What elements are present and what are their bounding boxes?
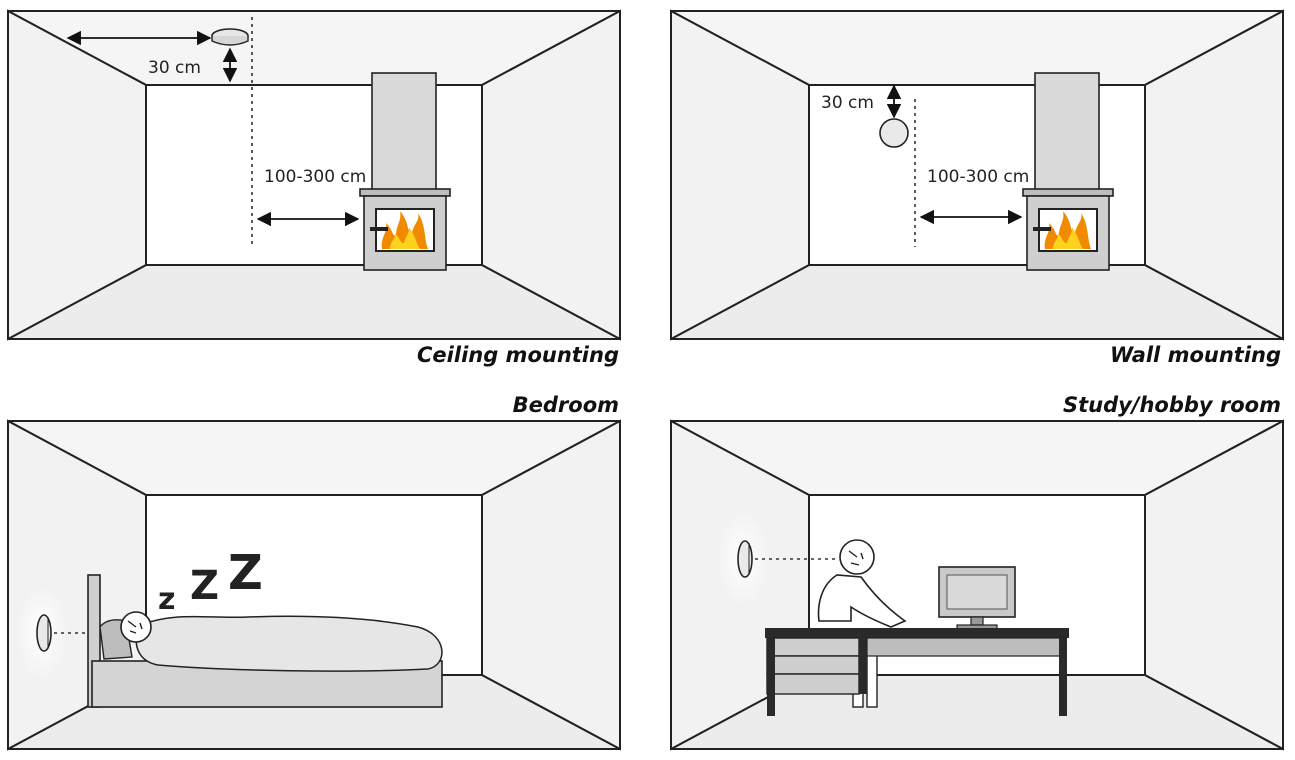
fireplace-icon (1022, 72, 1114, 271)
sleep-letter-medium: Z (190, 563, 219, 609)
smoke-detector-icon (737, 540, 753, 578)
panel-ceiling-mounting: 30 cm 100-300 cm (7, 10, 621, 340)
fireplace-icon (359, 72, 451, 271)
dim-top-label: 30 cm (148, 58, 201, 78)
smoke-detector-icon (879, 118, 909, 148)
panel-study-hobby-room (670, 420, 1284, 750)
caption-ceiling-mounting: Ceiling mounting (417, 343, 619, 367)
caption-wall-mounting: Wall mounting (1110, 343, 1281, 367)
dim-distance-label: 100-300 cm (927, 167, 1029, 187)
smoke-detector-icon (36, 614, 52, 652)
smoke-detector-icon (211, 28, 249, 46)
desk-icon (765, 628, 1069, 716)
sleep-letter-small: z (158, 582, 175, 617)
dim-distance-label: 100-300 cm (264, 167, 366, 187)
bed-icon (87, 574, 443, 708)
person-icon (120, 611, 152, 643)
caption-bedroom: Bedroom (513, 393, 619, 417)
caption-study-hobby-room: Study/hobby room (1063, 393, 1281, 417)
sleep-letter-large: Z (228, 545, 263, 601)
monitor-icon (938, 566, 1016, 630)
dim-top-label: 30 cm (821, 93, 874, 113)
panel-wall-mounting: 30 cm 100-300 cm (670, 10, 1284, 340)
panel-bedroom: z Z Z (7, 420, 621, 750)
